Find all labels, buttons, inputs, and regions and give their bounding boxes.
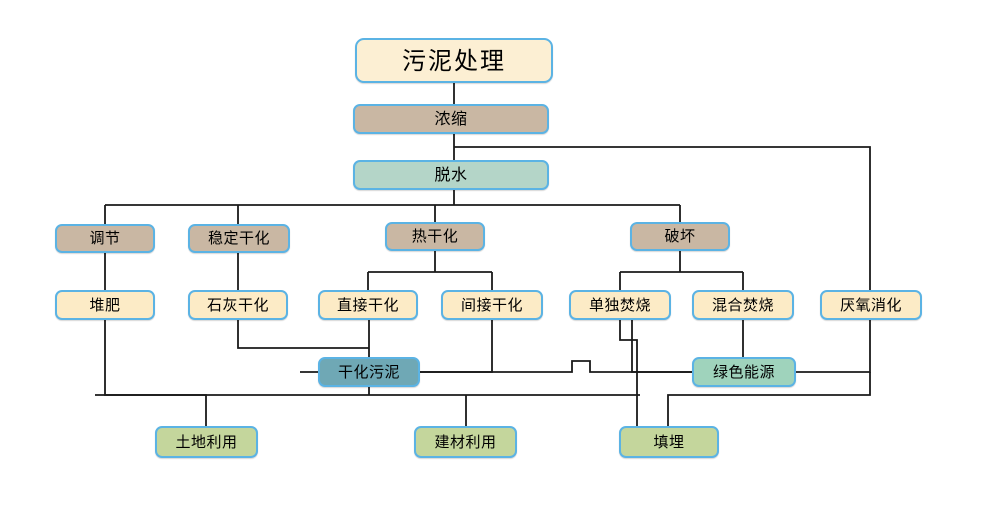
node-thicken[interactable]: 浓缩 — [353, 104, 549, 134]
node-compost[interactable]: 堆肥 — [55, 290, 155, 320]
node-label: 脱水 — [434, 165, 468, 184]
node-heatdry[interactable]: 热干化 — [385, 222, 485, 251]
connector-e_anaer_green — [796, 320, 871, 373]
connector-e_lime_drysld — [237, 320, 369, 349]
node-label: 土地利用 — [175, 432, 238, 451]
node-label: 污泥处理 — [402, 46, 506, 75]
connector-e_drysld_build — [95, 387, 640, 426]
node-land[interactable]: 土地利用 — [155, 426, 258, 458]
node-label: 堆肥 — [89, 295, 121, 314]
node-destroy[interactable]: 破坏 — [630, 222, 730, 251]
node-drysld[interactable]: 干化污泥 — [318, 357, 420, 387]
node-label: 混合焚烧 — [711, 295, 774, 314]
node-soloinc[interactable]: 单独焚烧 — [569, 290, 671, 320]
connector-e_compost_land — [104, 320, 207, 426]
connector-e_destroy_split — [619, 251, 744, 290]
connector-e_heat_split — [367, 251, 493, 290]
node-label: 破坏 — [664, 227, 696, 245]
node-dirdry[interactable]: 直接干化 — [318, 290, 418, 320]
connector-e_ind_drysld — [420, 320, 493, 373]
node-label: 石灰干化 — [206, 295, 269, 314]
node-green[interactable]: 绿色能源 — [692, 357, 796, 387]
node-label: 稳定干化 — [207, 229, 270, 247]
node-dewater[interactable]: 脱水 — [353, 160, 549, 190]
node-label: 单独焚烧 — [588, 295, 651, 314]
node-label: 间接干化 — [460, 295, 523, 314]
connector-e_dewater_bus — [104, 190, 681, 224]
node-anaer[interactable]: 厌氧消化 — [820, 290, 922, 320]
node-limedry[interactable]: 石灰干化 — [188, 290, 288, 320]
node-label: 热干化 — [411, 227, 459, 245]
node-adjust[interactable]: 调节 — [55, 224, 155, 253]
node-label: 填埋 — [653, 432, 685, 451]
node-label: 建材利用 — [434, 432, 497, 451]
node-root[interactable]: 污泥处理 — [355, 38, 553, 83]
node-fill[interactable]: 填埋 — [619, 426, 719, 458]
node-build[interactable]: 建材利用 — [414, 426, 517, 458]
connector-e_solo_fill — [619, 320, 638, 426]
node-label: 调节 — [89, 229, 121, 247]
connector-e_solo_green — [631, 320, 692, 373]
node-label: 干化污泥 — [337, 362, 400, 381]
node-label: 厌氧消化 — [839, 295, 902, 314]
node-inddry[interactable]: 间接干化 — [441, 290, 543, 320]
node-label: 直接干化 — [336, 295, 399, 314]
node-label: 浓缩 — [434, 109, 468, 128]
node-mixinc[interactable]: 混合焚烧 — [692, 290, 794, 320]
node-stabdry[interactable]: 稳定干化 — [188, 224, 290, 253]
node-label: 绿色能源 — [712, 362, 775, 381]
